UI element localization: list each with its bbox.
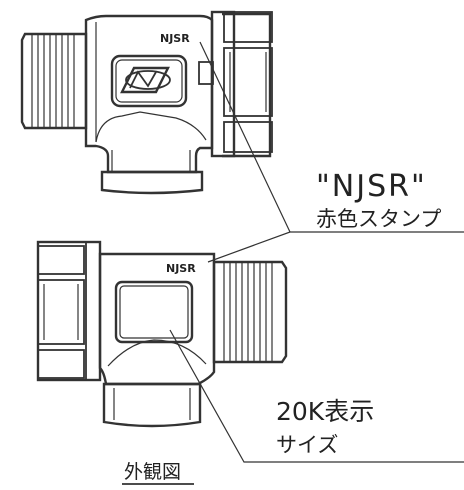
- stamp-label-desc: 赤色スタンプ: [316, 207, 441, 231]
- top-emblem-plate: [110, 54, 188, 108]
- stamp-label-quoted: "NJSR": [316, 169, 427, 204]
- size-label-line1: 20K表示: [276, 397, 374, 426]
- bottom-fitting-view: NJSR: [36, 240, 288, 428]
- top-bottom-outlet: [100, 150, 204, 195]
- bottom-left-union-nut: [36, 240, 102, 382]
- top-stamp-text: NJSR: [160, 32, 190, 45]
- top-right-union-nut: [210, 10, 273, 158]
- size-label-line2: サイズ: [276, 433, 338, 457]
- bottom-stamp-text: NJSR: [166, 262, 196, 275]
- top-fitting-view: NJSR: [20, 10, 273, 195]
- bottom-bottom-outlet: [102, 382, 202, 428]
- leader-lines: [169, 41, 464, 463]
- bottom-blank-plate: [114, 280, 194, 344]
- logo-icon: [120, 66, 171, 94]
- top-body-outline: [84, 14, 214, 174]
- bottom-right-threaded-end: [212, 260, 288, 364]
- caption-title: 外観図: [124, 461, 181, 483]
- top-left-threaded-end: [20, 32, 88, 130]
